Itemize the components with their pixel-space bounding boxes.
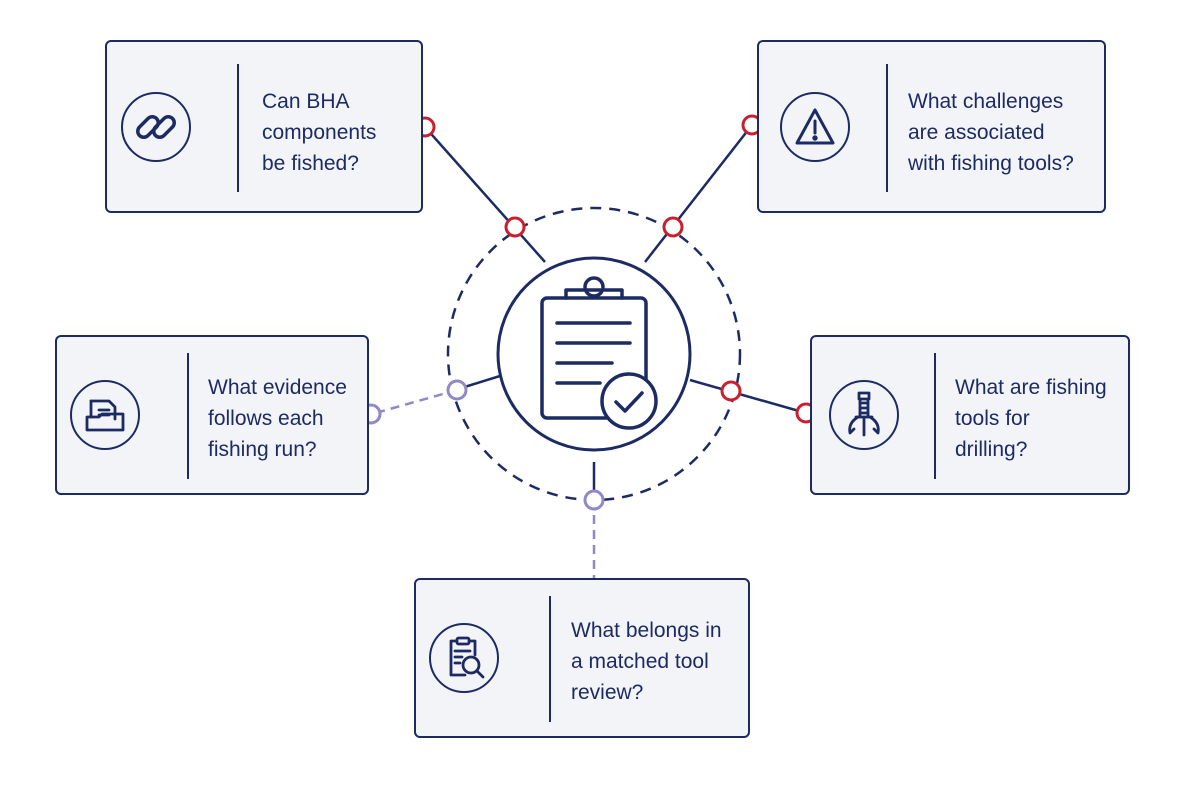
card-evidence-text: What evidence follows each fishing run?	[208, 376, 347, 461]
folder-document-icon	[85, 399, 125, 432]
connector-challenges	[644, 124, 753, 263]
node-tools-ring	[720, 380, 742, 402]
node-bha-ring	[504, 216, 526, 238]
grapple-claw-icon-ring	[829, 380, 899, 450]
clipboard-search-icon	[449, 636, 485, 679]
card-divider	[886, 64, 888, 192]
card-divider	[934, 353, 936, 479]
clipboard-check-icon	[540, 276, 658, 430]
node-challenges-ring	[662, 216, 684, 238]
card-tools-text: What are fishing tools for drilling?	[955, 376, 1107, 461]
chain-link-icon	[136, 115, 176, 139]
card-evidence: What evidence follows each fishing run?	[55, 335, 369, 495]
node-review-ring	[583, 489, 605, 511]
card-divider	[187, 353, 189, 479]
node-evidence-ring	[446, 379, 468, 401]
hub-circle	[496, 256, 692, 452]
card-divider	[549, 596, 551, 722]
card-review-text: What belongs in a matched tool review?	[571, 619, 722, 704]
card-bha: Can BHA components be fished?	[105, 40, 423, 213]
card-review: What belongs in a matched tool review?	[414, 578, 750, 738]
connector-tools	[689, 378, 807, 415]
chain-link-icon-ring	[121, 92, 191, 162]
card-divider	[237, 64, 239, 192]
card-bha-text: Can BHA components be fished?	[262, 90, 377, 175]
card-challenges-text: What challenges are associated with fish…	[908, 90, 1074, 175]
grapple-claw-icon	[848, 391, 880, 437]
warning-triangle-icon-ring	[780, 92, 850, 162]
connector-evidence-dashed	[371, 388, 458, 416]
card-challenges: What challenges are associated with fish…	[757, 40, 1106, 213]
clipboard-search-icon-ring	[429, 623, 499, 693]
card-tools: What are fishing tools for drilling?	[810, 335, 1130, 495]
folder-document-icon-ring	[70, 380, 140, 450]
connector-bha	[424, 126, 546, 263]
warning-triangle-icon	[795, 108, 835, 145]
